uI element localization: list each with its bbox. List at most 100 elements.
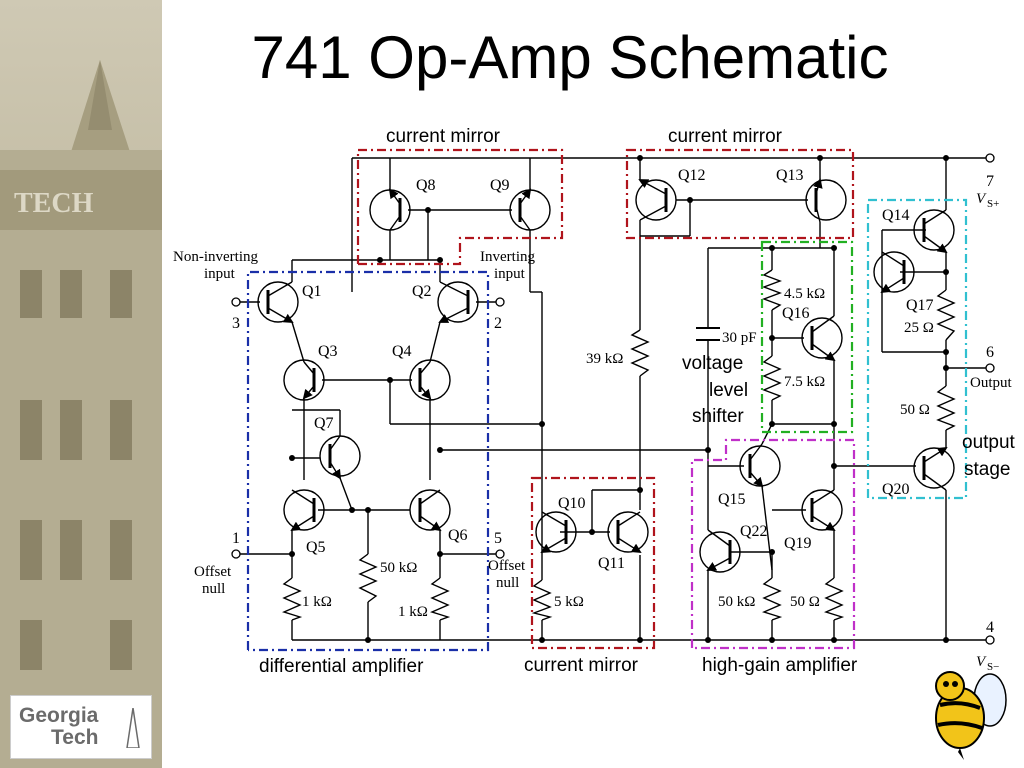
tower-sign-text: TECH xyxy=(14,188,94,219)
resistor-50k-hg xyxy=(762,577,783,621)
diff-amp-box xyxy=(246,270,490,652)
value-5k: 5 kΩ xyxy=(554,594,584,610)
value-30pf: 30 pF xyxy=(722,330,757,346)
value-1k-right: 1 kΩ xyxy=(398,604,428,620)
transistor-symbols xyxy=(257,178,955,573)
label-q20: Q20 xyxy=(882,481,910,498)
pin-4-number: 4 xyxy=(986,619,994,636)
transistor-labels: Q8 Q9 Q1 Q2 Q3 Q4 Q7 Q5 Q6 Q10 Q11 Q12 Q… xyxy=(302,167,934,572)
pin-5-number: 5 xyxy=(494,530,502,547)
value-7-5k: 7.5 kΩ xyxy=(784,374,825,390)
label-q6: Q6 xyxy=(448,527,468,544)
label-q10: Q10 xyxy=(558,495,586,512)
pin-6-terminal xyxy=(985,363,995,373)
label-current-mirror-3: current mirror xyxy=(524,655,639,676)
transistor-q9 xyxy=(509,188,551,231)
pin-3-terminal xyxy=(231,297,241,307)
label-current-mirror-1: current mirror xyxy=(386,126,501,147)
pin-6-number: 6 xyxy=(986,344,994,361)
tech-tower-illustration: TECH xyxy=(0,60,162,768)
transistor-q15 xyxy=(739,443,781,488)
resistor-50-hg xyxy=(824,577,845,621)
transistor-q4 xyxy=(409,359,451,401)
label-output: output xyxy=(962,432,1016,453)
resistor-50k-mid xyxy=(358,553,378,603)
label-high-gain-amplifier: high-gain amplifier xyxy=(702,655,858,676)
label-q19: Q19 xyxy=(784,535,812,552)
logo-line1: Georgia xyxy=(19,704,99,727)
capacitor-30pf xyxy=(696,326,720,346)
transistor-q8 xyxy=(369,188,411,231)
transistor-q10 xyxy=(535,511,577,553)
pin-3-number: 3 xyxy=(232,315,240,332)
pin-7-number: 7 xyxy=(986,173,994,190)
label-q9: Q9 xyxy=(490,177,510,194)
resistor-1k-left xyxy=(282,577,303,621)
vs-plus-label: V xyxy=(976,191,987,207)
output-stage-box xyxy=(866,198,968,500)
value-50-hg: 50 Ω xyxy=(790,594,820,610)
label-q15: Q15 xyxy=(718,491,746,508)
transistor-q6 xyxy=(409,489,451,532)
transistor-q2 xyxy=(437,281,479,323)
transistor-q14 xyxy=(913,209,955,254)
pin-1-terminal xyxy=(231,549,241,559)
vs-minus-label: V xyxy=(976,654,987,670)
level-shifter-box xyxy=(760,240,854,434)
resistor-7-5k xyxy=(762,355,782,401)
value-50-out: 50 Ω xyxy=(900,402,930,418)
label-voltage: voltage xyxy=(682,353,743,374)
vs-minus-sub: S− xyxy=(987,661,999,673)
tower-mark-icon xyxy=(126,708,140,748)
offset-null-left-2: null xyxy=(202,581,225,597)
pin-labels: 7 V S+ 6 Output 4 V S− 3 2 1 5 Non-inver… xyxy=(173,173,1013,673)
campus-photo-sidebar: TECH xyxy=(0,0,162,768)
inverting-label-2: input xyxy=(494,266,526,282)
value-50k-hg: 50 kΩ xyxy=(718,594,755,610)
transistor-q1 xyxy=(257,281,299,323)
tower-spire xyxy=(88,60,112,130)
label-q17: Q17 xyxy=(906,297,934,314)
current-mirror-1-box xyxy=(356,148,564,266)
transistor-q16 xyxy=(801,315,843,362)
logo-line2: Tech xyxy=(51,726,99,749)
transistor-q17 xyxy=(873,251,915,294)
current-mirror-2-box xyxy=(625,148,855,240)
value-25: 25 Ω xyxy=(904,320,934,336)
transistor-q11 xyxy=(607,511,649,554)
label-q11: Q11 xyxy=(598,555,625,572)
pin-terminals xyxy=(231,153,995,645)
transistor-q20 xyxy=(913,446,955,491)
georgia-tech-logo: Georgia Tech xyxy=(10,695,152,759)
resistor-symbols xyxy=(282,269,956,621)
label-q16: Q16 xyxy=(782,305,810,322)
label-differential-amplifier: differential amplifier xyxy=(259,656,424,677)
value-39k: 39 kΩ xyxy=(586,351,623,367)
block-outlines xyxy=(246,148,968,652)
high-gain-box xyxy=(690,438,856,650)
resistor-1k-right xyxy=(430,577,451,621)
label-q22: Q22 xyxy=(740,523,768,540)
offset-null-right-1: Offset xyxy=(488,558,526,574)
label-shifter: shifter xyxy=(692,406,744,427)
label-stage: stage xyxy=(964,459,1010,480)
pin-2-number: 2 xyxy=(494,315,502,332)
value-1k-left: 1 kΩ xyxy=(302,594,332,610)
pin-2-terminal xyxy=(495,297,505,307)
pin-4-terminal xyxy=(985,635,995,645)
transistor-q12 xyxy=(635,179,677,221)
resistor-4-5k xyxy=(762,269,782,311)
label-q12: Q12 xyxy=(678,167,706,184)
pin-1-number: 1 xyxy=(232,530,240,547)
component-labels: 39 kΩ 4.5 kΩ 7.5 kΩ 30 pF 25 Ω 50 Ω 1 kΩ… xyxy=(302,286,934,620)
circuit-wires xyxy=(240,157,990,641)
tower-sign-band xyxy=(0,170,162,230)
label-q5: Q5 xyxy=(306,539,326,556)
transistor-q7 xyxy=(319,435,361,480)
label-q2: Q2 xyxy=(412,283,432,300)
label-q13: Q13 xyxy=(776,167,804,184)
resistor-25 xyxy=(936,289,956,341)
label-q3: Q3 xyxy=(318,343,338,360)
resistor-39k xyxy=(630,329,650,377)
